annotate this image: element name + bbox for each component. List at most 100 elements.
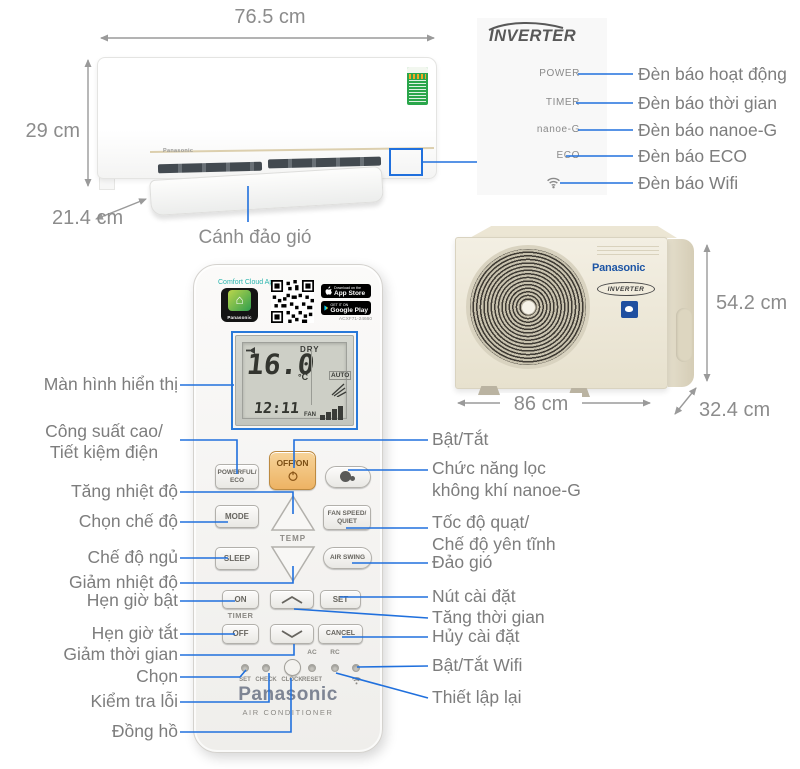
app-store-badge: Download on the App Store (321, 284, 371, 298)
check-recessed-button[interactable] (262, 664, 270, 672)
callout-temp-up: Tăng nhiệt độ (70, 481, 178, 501)
qr-code (271, 280, 314, 323)
indicator-label-power: Đèn báo hoạt động (638, 64, 787, 84)
mode-button[interactable]: MODE (215, 505, 259, 528)
callout-time-down: Giảm thời gian (63, 644, 178, 664)
indicator-timer: TIMER (545, 97, 580, 108)
fan-speed-quiet-button[interactable]: FAN SPEED/ QUIET (323, 505, 371, 530)
nanoe-icon (340, 471, 356, 483)
clock-button[interactable] (284, 659, 301, 676)
remote-model-number: ACXF71-24660 (338, 317, 372, 322)
indicator-label-wifi: Đèn báo Wifi (638, 173, 739, 193)
lcd-temp-unit: °C (298, 372, 309, 382)
ac-label: AC (307, 649, 317, 656)
lcd-fan-bars (320, 405, 352, 420)
rc-label: RC (330, 649, 340, 656)
comfort-cloud-app-label: Comfort Cloud App (218, 279, 278, 286)
air-swing-icon (331, 383, 347, 397)
wifi-recessed-button[interactable] (352, 664, 360, 672)
indicator-label-nanoe: Đèn báo nanoe-G (638, 120, 778, 140)
outdoor-width-dimension: 86 cm (500, 393, 582, 416)
chevron-down-icon (281, 630, 303, 639)
sleep-button[interactable]: SLEEP (215, 547, 259, 570)
display-highlight-rect (389, 148, 423, 176)
callout-clock: Đồng hồ (111, 721, 178, 741)
wifi-icon (547, 177, 560, 189)
indicator-power: POWER (539, 68, 580, 79)
indoor-height-dimension: 29 cm (25, 120, 80, 142)
outdoor-brand-logo: Panasonic (592, 262, 646, 274)
clock-small-label: CLOCK (281, 677, 303, 683)
callout-mode: Chọn chế độ (78, 511, 178, 531)
reset-small-label: RESET (301, 677, 322, 683)
inverter-logo: INVERTER (489, 27, 577, 45)
temp-down-button[interactable] (270, 545, 316, 583)
set-recessed-button[interactable] (241, 664, 249, 672)
callout-time-up: Tăng thời gian (432, 607, 545, 627)
callout-nanoe: Chức năng lọc không khí nanoe-G (432, 458, 581, 500)
callout-check: Kiểm tra lỗi (90, 691, 178, 711)
panasonic-app-icon: ⌂ Panasonic (221, 288, 258, 322)
cancel-button[interactable]: CANCEL (318, 624, 363, 644)
power-icon (287, 471, 298, 482)
indicator-nanoe: nanoe-G (536, 124, 580, 135)
callout-sleep: Chế độ ngủ (87, 547, 179, 567)
callout-display: Màn hình hiển thị (43, 374, 178, 394)
temp-label: TEMP (279, 534, 307, 543)
temp-up-button[interactable] (270, 494, 316, 532)
rc-reset-recessed-button[interactable] (331, 664, 339, 672)
timer-label: TIMER (227, 611, 254, 620)
outdoor-fan-hub (521, 300, 536, 315)
energy-label (407, 67, 428, 105)
air-swing-button[interactable]: AIR SWING (323, 547, 372, 569)
callout-set: Nút cài đặt (432, 586, 516, 606)
lcd-divider (311, 350, 312, 405)
lcd-fan-label: FAN (304, 412, 316, 418)
timer-off-button[interactable]: OFF (222, 624, 259, 644)
indoor-unit-foot (99, 176, 115, 190)
outdoor-pipe-cover (676, 308, 692, 362)
transmit-icon (246, 347, 255, 354)
set-button[interactable]: SET (320, 590, 361, 609)
nanoe-g-button[interactable] (325, 466, 371, 488)
remote-display-screen (242, 342, 347, 419)
indicator-label-eco: Đèn báo ECO (638, 146, 747, 166)
off-on-button[interactable]: OFF/ON (269, 451, 316, 490)
callout-power: Bật/Tắt (432, 429, 489, 449)
callout-swing: Đảo gió (432, 552, 493, 572)
chevron-up-icon (281, 595, 303, 604)
callout-timer-on: Hẹn giờ bật (86, 590, 178, 610)
lcd-mode-text: DRY (300, 345, 320, 354)
indoor-depth-dimension: 21.4 cm (52, 207, 124, 229)
google-play-icon (324, 305, 328, 311)
callout-fan-speed: Tốc độ quạt/ Chế độ yên tĩnh (432, 512, 556, 554)
swing-flap-label: Cánh đảo gió (198, 227, 312, 248)
house-icon: ⌂ (228, 290, 251, 311)
indoor-width-dimension: 76.5 cm (234, 6, 306, 28)
display-highlight-frame (231, 331, 358, 430)
apple-icon (325, 286, 332, 295)
outdoor-height-dimension: 54.2 cm (716, 292, 788, 314)
remote-subtitle: AIR CONDITIONER (242, 708, 334, 717)
callout-reset: Thiết lập lại (432, 687, 522, 707)
timer-on-button[interactable]: ON (222, 590, 259, 609)
outdoor-slats (597, 243, 659, 257)
set-small-label: SET (239, 677, 251, 683)
indicator-panel (477, 18, 607, 195)
time-up-button[interactable] (270, 590, 314, 609)
outdoor-foot (478, 386, 500, 395)
callout-cancel: Hủy cài đặt (432, 626, 520, 646)
time-down-button[interactable] (270, 624, 314, 644)
callout-powerful-eco: Công suất cao/ Tiết kiệm điện (45, 421, 163, 462)
ac-reset-recessed-button[interactable] (308, 664, 316, 672)
check-small-label: CHECK (255, 677, 277, 683)
outdoor-inverter-logo: INVERTER (597, 282, 655, 296)
powerful-eco-button[interactable]: POWERFUL/ ECO (215, 464, 259, 489)
inverter-swoosh (488, 21, 564, 31)
callout-temp-down: Giảm nhiệt độ (69, 572, 178, 592)
remote-brand-logo: Panasonic (238, 684, 338, 705)
callout-select: Chọn (136, 666, 178, 686)
outdoor-foot (568, 388, 590, 397)
outdoor-unit-top (469, 226, 677, 238)
